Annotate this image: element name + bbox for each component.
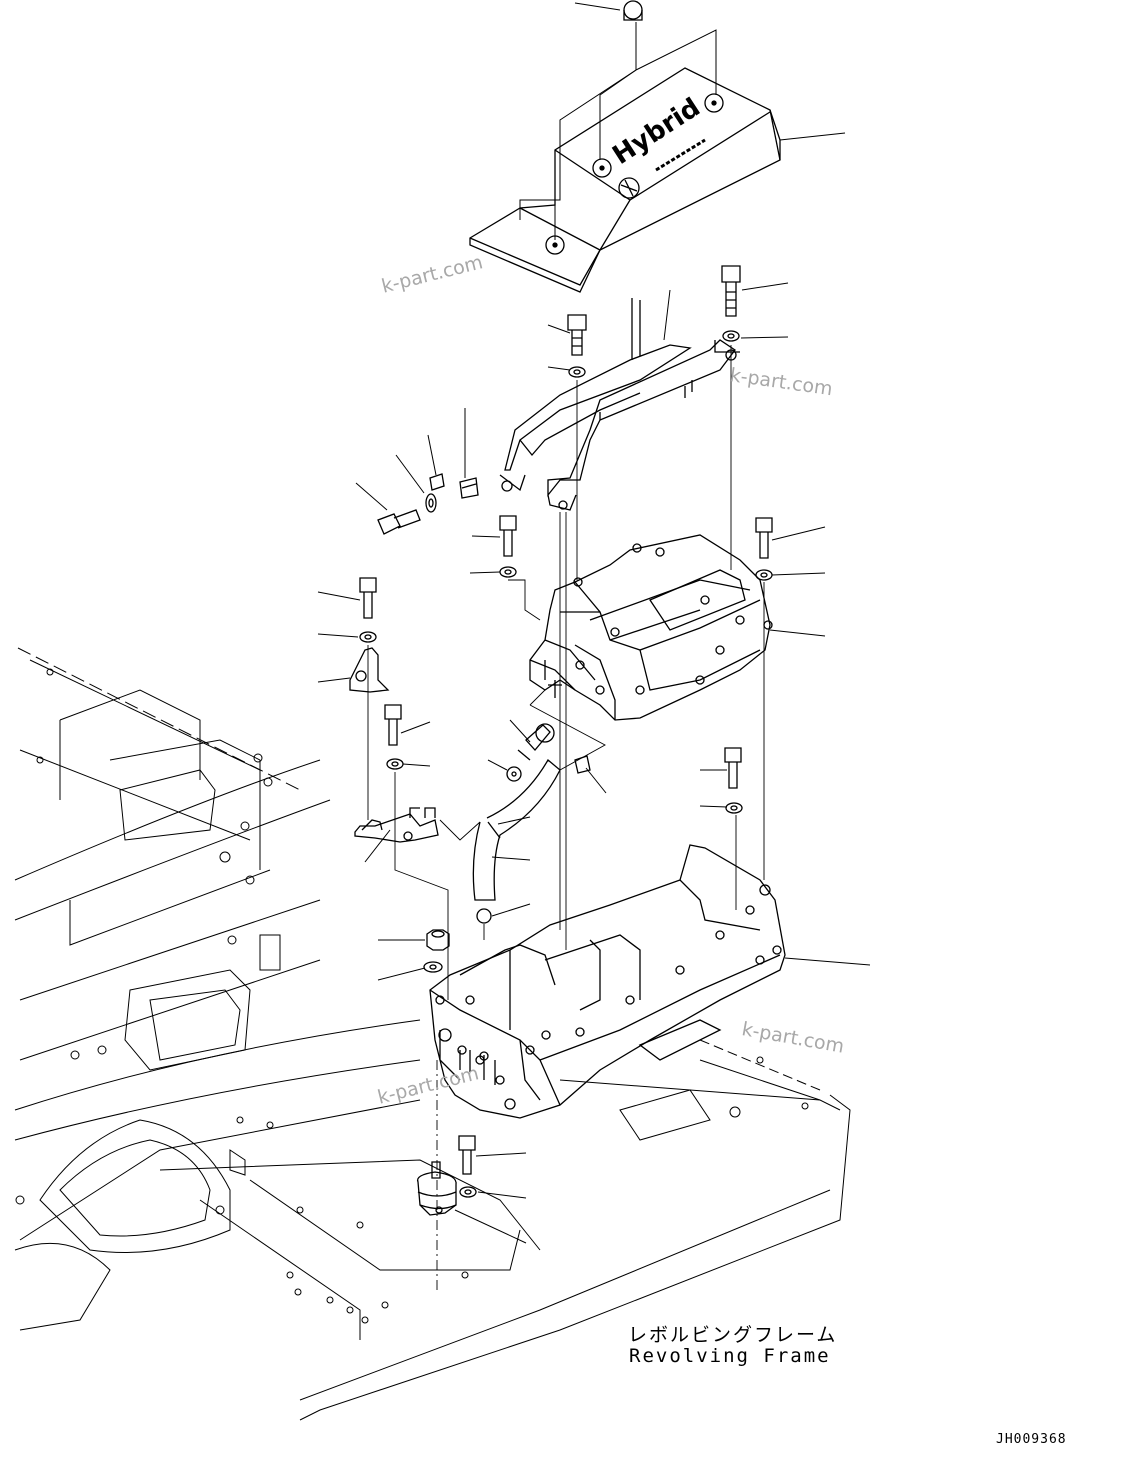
revolving-frame-drawing	[14, 647, 851, 1421]
drawing-code: JH009368	[996, 1432, 1067, 1447]
cover-brand-text: Hybrid	[607, 93, 705, 171]
base-unit	[429, 844, 786, 1119]
bolts-and-washers	[359, 265, 773, 1198]
hybrid-cover: Hybrid	[469, 0, 781, 293]
alignment-lines	[367, 345, 765, 1290]
inverter-unit	[529, 534, 773, 721]
support-brackets	[499, 298, 740, 511]
mount-brackets	[349, 647, 439, 843]
cover-leader-lines	[519, 2, 846, 240]
revolving-frame-label-en: Revolving Frame	[629, 1345, 831, 1367]
callout-leaders	[317, 282, 871, 1244]
drain-hose	[472, 723, 591, 924]
revolving-frame-label-jp: レボルビングフレーム	[628, 1324, 838, 1346]
